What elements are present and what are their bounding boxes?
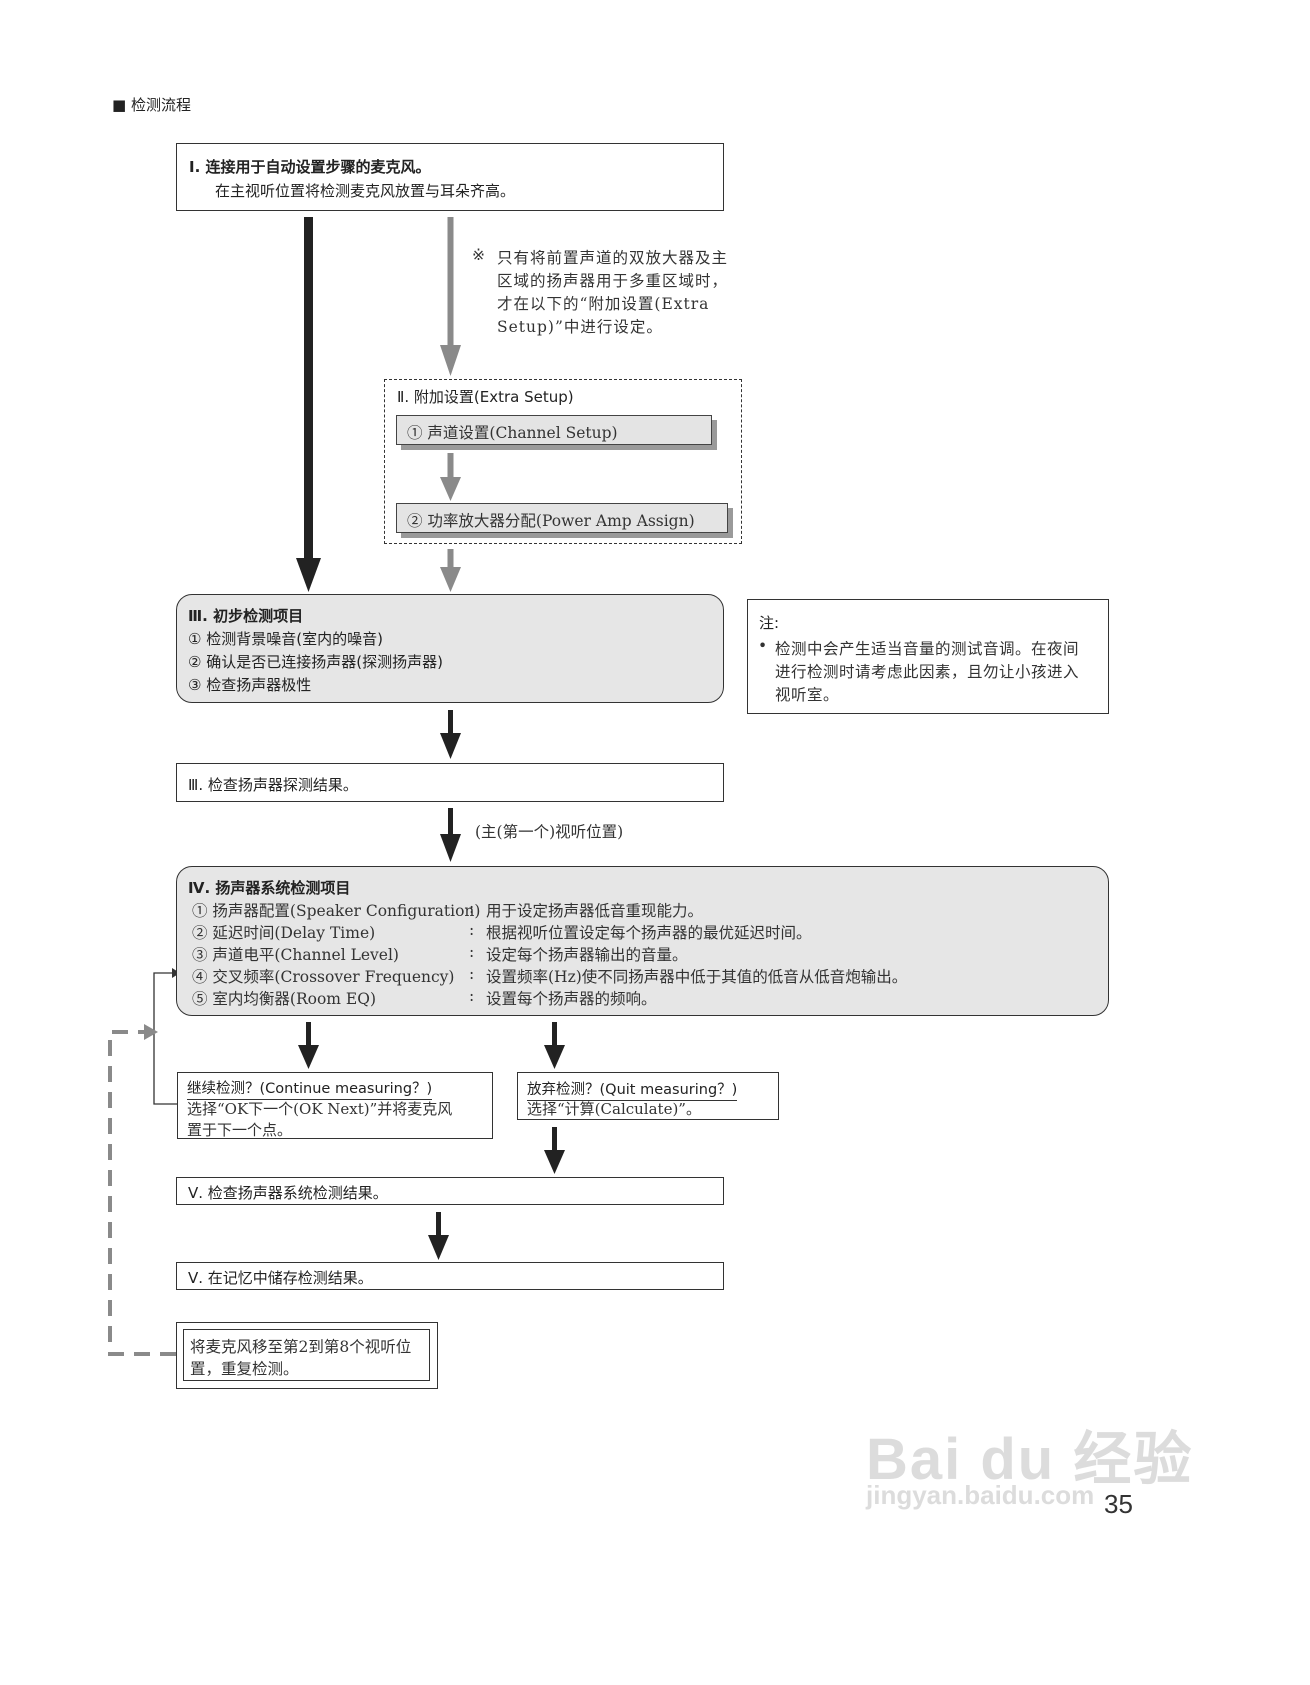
step4-item-desc: 根据视听位置设定每个扬声器的最优延迟时间。 bbox=[486, 924, 812, 942]
step1-box: Ⅰ. 连接用于自动设置步骤的麦克风。 在主视听位置将检测麦克风放置与耳朵齐高。 bbox=[176, 143, 724, 211]
repeat-box: 将麦克风移至第2到第8个视听位 置，重复检测。 bbox=[176, 1322, 438, 1389]
step4-item-name: ② 延迟时间(Delay Time) bbox=[192, 924, 376, 942]
step3-result-box: Ⅲ. 检查扬声器探测结果。 bbox=[176, 763, 724, 802]
watermark-logo: Bai du 经验 bbox=[866, 1427, 1194, 1492]
quit-title: 放弃检测？(Quit measuring？) bbox=[527, 1078, 738, 1101]
note-title: 注: bbox=[759, 614, 780, 632]
power-amp-assign-item: ② 功率放大器分配(Power Amp Assign) bbox=[396, 503, 728, 533]
step5-check-box: Ⅴ. 检查扬声器系统检测结果。 bbox=[176, 1177, 724, 1205]
arrow-shaft-extra bbox=[447, 217, 454, 347]
step2-title: Ⅱ. 附加设置(Extra Setup) bbox=[397, 388, 574, 406]
section-title: ■ 检测流程 bbox=[112, 96, 191, 114]
side-note-line: 区域的扬声器用于多重区域时， bbox=[497, 272, 729, 290]
arrowhead-main bbox=[296, 558, 321, 592]
step4-item-desc: 设定每个扬声器输出的音量。 bbox=[486, 946, 688, 964]
arrow-label: (主(第一个)视听位置) bbox=[475, 823, 624, 841]
continue-box: 继续检测？(Continue measuring？) 选择“OK下一个(OK N… bbox=[177, 1072, 493, 1139]
note-line: 检测中会产生适当音量的测试音调。在夜间 bbox=[775, 640, 1080, 658]
step3-item: ② 确认是否已连接扬声器(探测扬声器) bbox=[188, 653, 443, 671]
step3-item: ③ 检查扬声器极性 bbox=[188, 676, 312, 694]
channel-setup-item: ① 声道设置(Channel Setup) bbox=[396, 415, 712, 445]
watermark-url: jingyan.baidu.com bbox=[866, 1480, 1095, 1510]
note-asterisk: ※ bbox=[472, 246, 485, 264]
note-line: 视听室。 bbox=[775, 686, 840, 704]
page-number: 35 bbox=[1104, 1489, 1133, 1519]
continue-title: 继续检测？(Continue measuring？) bbox=[187, 1077, 433, 1100]
step3-title: Ⅲ. 初步检测项目 bbox=[188, 607, 304, 625]
step4-item-name: ⑤ 室内均衡器(Room EQ) bbox=[192, 990, 377, 1008]
step2-box: Ⅱ. 附加设置(Extra Setup) bbox=[384, 379, 742, 544]
note-bullet: • bbox=[758, 637, 768, 655]
step5-store-box: Ⅴ. 在记忆中储存检测结果。 bbox=[176, 1262, 724, 1290]
note-line: 进行检测时请考虑此因素，且勿让小孩进入 bbox=[775, 663, 1080, 681]
side-note-line: 才在以下的“附加设置(Extra bbox=[497, 295, 710, 313]
step1-title: Ⅰ. 连接用于自动设置步骤的麦克风。 bbox=[189, 158, 431, 176]
arrow-shaft-main bbox=[304, 217, 313, 562]
quit-box: 放弃检测？(Quit measuring？) 选择“计算(Calculate)”… bbox=[517, 1072, 779, 1120]
step4-item-name: ④ 交叉频率(Crossover Frequency) bbox=[192, 968, 455, 986]
step3-item: ① 检测背景噪音(室内的噪音) bbox=[188, 630, 383, 648]
step4-item-name: ③ 声道电平(Channel Level) bbox=[192, 946, 399, 964]
side-note-line: Setup)”中进行设定。 bbox=[497, 318, 663, 336]
step3-box: Ⅲ. 初步检测项目 ① 检测背景噪音(室内的噪音) ② 确认是否已连接扬声器(探… bbox=[176, 594, 724, 703]
arrowhead-extra bbox=[440, 345, 461, 376]
note-box: 注: • 检测中会产生适当音量的测试音调。在夜间 进行检测时请考虑此因素，且勿让… bbox=[747, 599, 1109, 714]
step4-title: Ⅳ. 扬声器系统检测项目 bbox=[188, 879, 351, 897]
step4-item-desc: 设置每个扬声器的频响。 bbox=[486, 990, 657, 1008]
step1-subtitle: 在主视听位置将检测麦克风放置与耳朵齐高。 bbox=[215, 182, 516, 200]
step4-item-desc: 设置频率(Hz)使不同扬声器中低于其值的低音从低音炮输出。 bbox=[486, 968, 908, 986]
step4-item-desc: 用于设定扬声器低音重现能力。 bbox=[486, 902, 704, 920]
side-note-line: 只有将前置声道的双放大器及主 bbox=[497, 249, 729, 267]
step4-item-name: ① 扬声器配置(Speaker Configuration) bbox=[192, 902, 481, 920]
step4-box: Ⅳ. 扬声器系统检测项目 ① 扬声器配置(Speaker Configurati… bbox=[176, 866, 1109, 1016]
